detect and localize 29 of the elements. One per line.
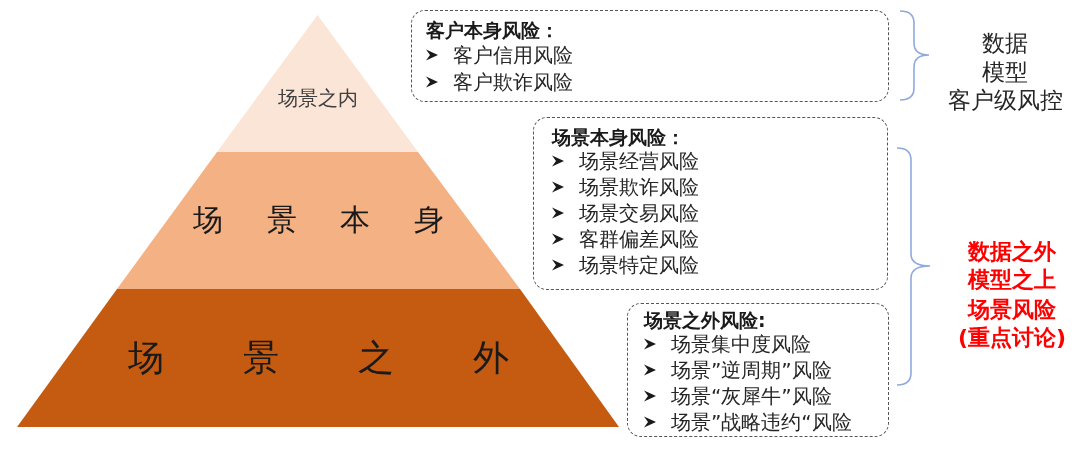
list-item: 场景”逆周期”风险 [671,358,832,382]
pyramid-tier [117,152,520,289]
list-item: 客户欺诈风险 [453,69,573,94]
list-item: 场景经营风险 [579,149,699,173]
side-note: 模型 [982,58,1028,86]
dashed-list-box [411,10,889,102]
highlight-note: (重点讨论) [957,324,1067,352]
list-heading: 场景本身风险： [552,126,685,148]
list-item: 场景交易风险 [579,201,699,225]
list-item: 客群偏差风险 [579,227,699,251]
list-item: 场景特定风险 [579,253,699,277]
side-note: 客户级风控 [947,86,1063,114]
dashed-list-box [533,117,888,290]
tier-label: 场景之外 [127,340,509,376]
tier-label: 场景本身 [193,205,444,235]
list-item: 场景“灰犀牛”风险 [671,384,832,408]
list-heading: 场景之外风险: [644,309,766,331]
pyramid-tier [17,289,619,427]
tier-label: 场景之内 [277,88,358,108]
highlight-note: 场景风险 [968,296,1056,324]
side-note: 数据 [982,29,1028,57]
list-item: 场景欺诈风险 [579,175,699,199]
highlight-note: 模型之上 [968,266,1056,294]
list-heading: 客户本身风险： [426,19,559,41]
list-item: 场景”战略违约“风险 [671,410,852,434]
highlight-note: 数据之外 [968,238,1056,266]
list-item: 场景集中度风险 [671,332,811,356]
list-item: 客户信用风险 [453,42,573,67]
dashed-list-box [627,303,889,437]
